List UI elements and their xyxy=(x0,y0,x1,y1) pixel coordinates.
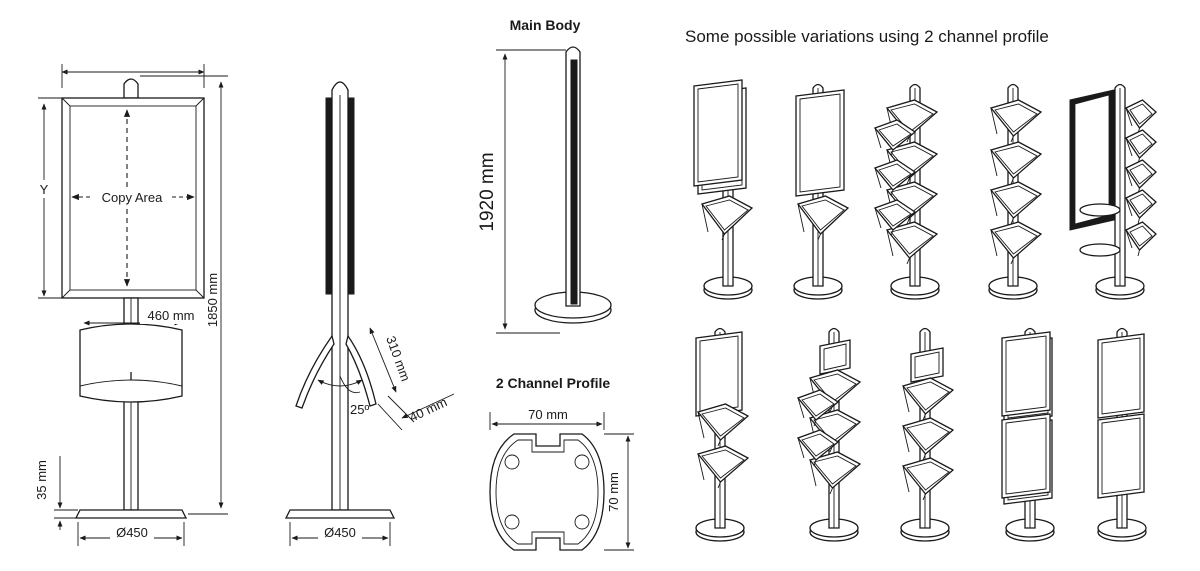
profile-outline xyxy=(489,433,605,551)
profile-view: 2 Channel Profile 70 mm 70 mm xyxy=(489,375,634,551)
angle-label: 25º xyxy=(350,402,369,417)
side-frame xyxy=(325,97,333,295)
width-label: 460 mm xyxy=(148,308,195,323)
depth-label: 40 mm xyxy=(407,394,449,424)
side-bracket-left xyxy=(295,334,335,409)
side-base-diameter-label: Ø450 xyxy=(324,525,356,540)
main-body-title: Main Body xyxy=(510,17,581,33)
front-base-diameter-label: Ø450 xyxy=(116,525,148,540)
stand-variation-3 xyxy=(873,83,940,300)
stand-variation-9 xyxy=(1001,327,1055,542)
main-body-view: Main Body 1920 mm xyxy=(477,17,612,334)
side-view: 25º 310 mm 40 mm Ø450 xyxy=(284,81,455,546)
stand-variation-6 xyxy=(695,327,750,542)
variations-title: Some possible variations using 2 channel… xyxy=(685,27,1049,46)
main-body-height-label: 1920 mm xyxy=(477,152,498,231)
front-base xyxy=(74,509,188,519)
stand-variation-8 xyxy=(900,327,955,542)
height-label: 1850 mm xyxy=(205,273,220,327)
base-height-label: 35 mm xyxy=(34,460,49,500)
profile-title: 2 Channel Profile xyxy=(496,375,611,391)
bracket-length-label: 310 mm xyxy=(383,334,413,383)
pole-top-cap xyxy=(123,78,139,99)
copy-area-label: Copy Area xyxy=(102,190,163,205)
variations-grid xyxy=(693,79,1157,542)
y-label: Y xyxy=(40,182,49,197)
stand-variation-5 xyxy=(1069,83,1157,300)
stand-variation-7 xyxy=(796,327,862,542)
side-base xyxy=(284,509,396,519)
profile-width-label: 70 mm xyxy=(528,407,568,422)
front-view: Copy Area Y 460 mm 1850 mm 35 mm xyxy=(34,64,228,546)
brochure-holder xyxy=(79,323,183,403)
stand-variation-1 xyxy=(693,79,754,300)
stand-variation-10 xyxy=(1097,327,1147,542)
profile-height-label: 70 mm xyxy=(606,472,621,512)
side-bracket-right xyxy=(345,334,377,407)
stand-variation-4 xyxy=(988,83,1043,300)
stand-variation-2 xyxy=(793,83,850,300)
